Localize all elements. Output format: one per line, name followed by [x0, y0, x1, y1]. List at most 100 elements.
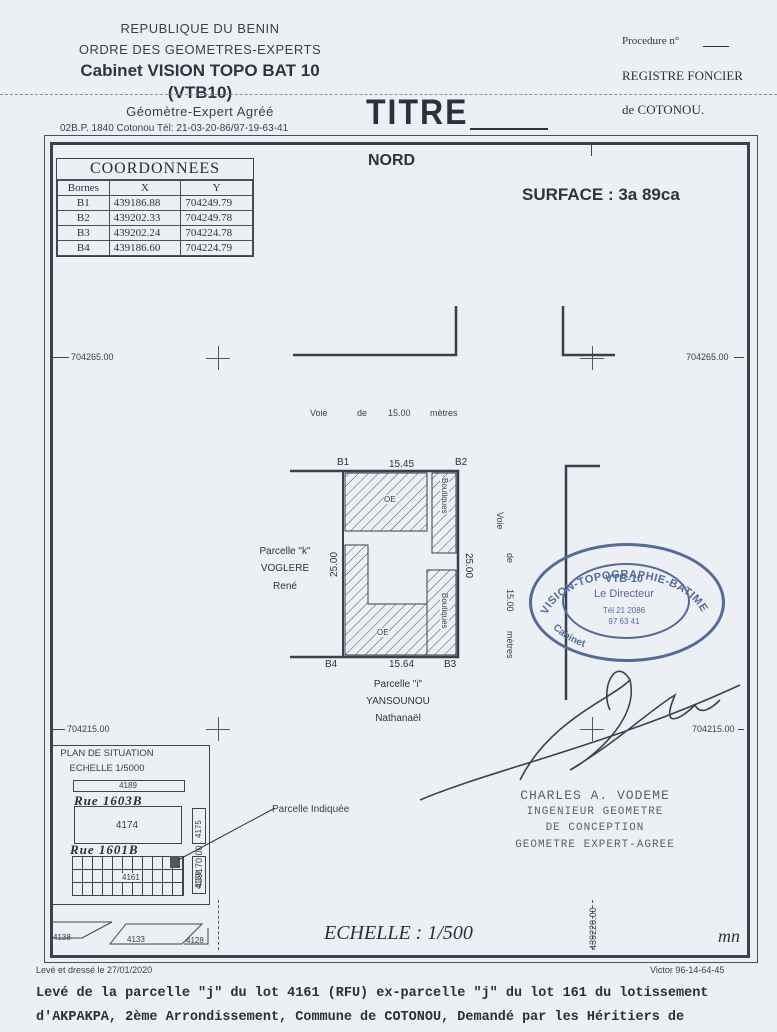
coord-y-bottom-left: 704215.00 [67, 724, 110, 734]
signatory-name: CHARLES A. VODEME [520, 788, 670, 803]
neighbor-i-line: YANSOUNOU [366, 696, 430, 707]
stamp-tel2: 97 63 41 [608, 617, 640, 626]
dim-top: 15.45 [389, 459, 415, 470]
voie-top-word: de [357, 408, 368, 418]
footer-line-2: d'AKPAKPA, 2ème Arrondissement, Commune … [36, 1010, 685, 1025]
situation-title: PLAN DE SITUATION [60, 748, 154, 759]
boutiques-top-label: Boutiques [440, 478, 449, 514]
coord-y-bottom-right: 704215.00 [692, 724, 735, 734]
procedure-blank [703, 46, 729, 47]
coords-cell: 704249.79 [180, 195, 253, 211]
situation-lot: 4174 [115, 820, 139, 831]
voie-top-word: Voie [310, 408, 328, 418]
neighbor-i-line: Parcelle "i" [373, 679, 423, 690]
victor-contact: Victor 96-14-64-45 [650, 965, 725, 975]
crosshair [592, 346, 593, 370]
scale-label: ECHELLE : 1/500 [324, 922, 473, 944]
signatory-title: DE CONCEPTION [545, 822, 645, 834]
coord-y-top-right: 704265.00 [686, 352, 729, 362]
grid-tick-right-top [734, 357, 744, 358]
coords-cell: B4 [57, 240, 110, 256]
neighbor-k-line: VOGLERE [260, 563, 310, 574]
plan-inner-frame [50, 142, 750, 958]
voie-top-word: mètres [430, 408, 458, 418]
situation-box [52, 745, 210, 905]
coords-cell: 704249.78 [180, 210, 253, 226]
situation-rue2: Rue 1601B [70, 842, 139, 857]
titre-blank [470, 128, 548, 130]
situation-lot: 4161 [122, 873, 140, 882]
stamp-ring-text: VISION-TOPOGRAPHIE-BATIMENT-10 Cabinet [529, 543, 709, 650]
situation-lot: 4128 [186, 936, 204, 945]
coords-cell: B3 [57, 225, 110, 241]
dim-bottom: 15.64 [389, 659, 415, 670]
north-label: NORD [368, 152, 416, 169]
voie-right-word: Voie [495, 512, 505, 530]
leve-date: Levé et dressé le 27/01/2020 [36, 965, 153, 975]
coords-cell: 439202.33 [108, 210, 182, 226]
titre-heading: TITRE [366, 92, 469, 132]
situation-rue1: Rue 1603B [74, 793, 143, 808]
coords-header-row: Bornes X Y [57, 180, 253, 196]
road-edge-top-right [561, 306, 615, 357]
coords-header: Bornes [57, 180, 110, 196]
header-role: Géomètre-Expert Agréé [126, 104, 274, 119]
situation-scale: ECHELLE 1/5000 [69, 763, 145, 774]
situation-lot: 4159 [194, 871, 203, 889]
voie-top-word: 15.00 [388, 408, 411, 418]
coords-table: Bornes X Y B1 439186.88 704249.79 B2 439… [57, 180, 253, 256]
voie-right-word: de [505, 553, 515, 564]
grid-tick-left-top [51, 357, 69, 358]
signature-scribble [419, 670, 741, 801]
plan-outer-frame [44, 135, 758, 963]
coord-y-top-left: 704265.00 [71, 352, 114, 362]
stamp-ring-bottom: Cabinet [551, 622, 588, 650]
situation-block-4159 [192, 856, 206, 894]
header-cabinet-code: (VTB10) [167, 83, 233, 102]
oe-top-label: OE [384, 495, 396, 504]
dim-right: 25.00 [463, 553, 474, 579]
dim-left: 25.00 [329, 551, 340, 577]
parcelle-indiquee-label: Parcelle Indiquée [272, 804, 350, 815]
situation-bottom-lots [52, 921, 209, 945]
situation-block-4175 [192, 808, 206, 844]
neighbor-i-line: Nathanaël [375, 713, 421, 724]
header-ordre: ORDRE DES GEOMETRES-EXPERTS [78, 42, 322, 57]
initials: mn [718, 926, 740, 946]
cotonou-label: de COTONOU. [622, 102, 705, 117]
svg-text:Cabinet: Cabinet [551, 622, 588, 650]
grid-tick-x-right [592, 900, 593, 950]
stamp-tel: Tél 21 2086 [602, 606, 646, 615]
coords-cell: 439186.60 [108, 240, 182, 256]
borne-b3: B3 [444, 659, 457, 670]
grid-tick-x-left [218, 900, 219, 950]
situation-lot: 4189 [119, 781, 137, 790]
voie-right-word: 15.00 [505, 589, 515, 612]
borne-b1: B1 [337, 457, 350, 468]
situation-indicated-parcel [170, 856, 180, 868]
grid-tick-left-bottom [51, 729, 65, 730]
procedure-label: Procedure n° [622, 35, 680, 47]
header-divider [0, 94, 777, 95]
crosshair [592, 717, 593, 741]
situation-block-4174 [74, 806, 182, 844]
north-tick [591, 144, 592, 156]
borne-b4: B4 [325, 659, 338, 670]
situation-lot: 4138 [53, 933, 71, 942]
crosshair [218, 717, 219, 741]
signatory-title: GEOMETRE EXPERT-AGREE [515, 839, 675, 851]
boutiques-bottom-label: Boutiques [440, 593, 449, 629]
registre-label: REGISTRE FONCIER [622, 68, 743, 83]
coords-title: COORDONNEES [57, 159, 253, 180]
neighbor-k-line: René [273, 581, 297, 592]
parcel-boundary [342, 470, 459, 658]
situation-lot: 4133 [127, 935, 145, 944]
coords-cell: 439186.88 [108, 195, 182, 211]
grid-tick-right-bottom [738, 729, 744, 730]
table-row: B4 439186.60 704224.79 [57, 240, 253, 256]
cabinet-stamp-inner [562, 563, 690, 639]
coords-cell: 704224.79 [180, 240, 253, 256]
road-edge-top-left [293, 306, 458, 357]
table-row: B2 439202.33 704249.78 [57, 210, 253, 226]
situation-block-4161 [72, 856, 184, 896]
